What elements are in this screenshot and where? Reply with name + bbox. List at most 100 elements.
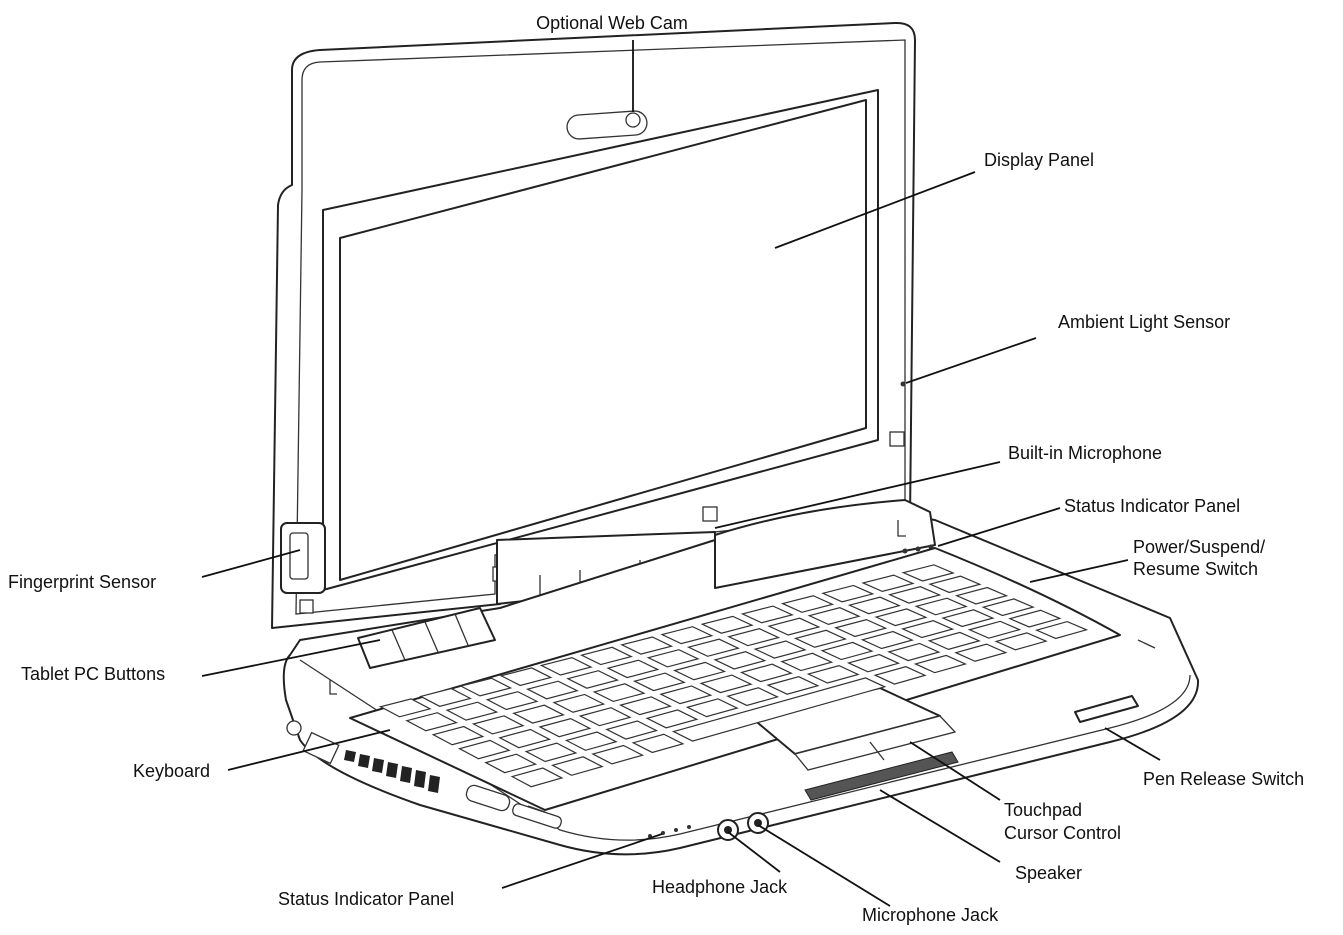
leader-fingerprint: [201, 549, 301, 578]
keyboard-key: [499, 667, 553, 687]
leader-tablet: [201, 639, 381, 677]
leader-lines: [201, 40, 1161, 907]
label-webcam: Optional Web Cam: [536, 13, 688, 33]
keyboard-key: [766, 676, 820, 695]
leader-headphone: [727, 831, 781, 873]
leader-mic-jack: [757, 824, 891, 907]
keyboard-key: [1008, 609, 1062, 628]
keyboard-key: [566, 670, 620, 689]
keyboard-key: [807, 607, 861, 625]
keyboard-key: [834, 618, 888, 638]
keyboard-key: [928, 575, 982, 594]
keyboard-key: [510, 767, 564, 788]
keyboard-key: [592, 683, 646, 703]
keyboard-key: [660, 626, 714, 645]
keyboard-key: [579, 646, 633, 666]
leader-ambient: [905, 337, 1037, 384]
keyboard-key: [726, 687, 780, 707]
keyboard-key: [887, 586, 942, 604]
keyboard-key: [713, 651, 767, 670]
label-touchpad-2: Cursor Control: [1004, 823, 1121, 843]
keyboard-key: [887, 642, 941, 662]
keyboard-key: [981, 598, 1035, 617]
keyboard-keys: [378, 564, 1089, 788]
keyboard-key: [552, 693, 606, 713]
keyboard-key: [459, 677, 513, 697]
keyboard-key: [727, 628, 781, 647]
keyboard-key: [525, 680, 579, 700]
leader-status-front: [501, 833, 663, 889]
label-display-panel: Display Panel: [984, 150, 1094, 170]
label-tablet-pc-buttons: Tablet PC Buttons: [21, 664, 165, 684]
leader-microphone: [714, 461, 1001, 529]
label-ambient-light-sensor: Ambient Light Sensor: [1058, 312, 1230, 332]
webcam-lens-icon: [625, 112, 641, 128]
keyboard-key: [873, 666, 927, 685]
keyboard-key: [954, 586, 1009, 605]
keyboard-key: [874, 608, 928, 627]
leader-status-top: [937, 507, 1061, 547]
leader-power: [1029, 559, 1129, 583]
keyboard-key: [767, 617, 821, 636]
leader-speaker: [879, 789, 1001, 863]
leader-pen: [1104, 727, 1161, 761]
callout-labels: Optional Web Cam Display Panel Ambient L…: [8, 13, 1304, 925]
ambient-sensor-dot: [900, 381, 906, 387]
keyboard-key: [550, 756, 604, 776]
display-screen: [339, 99, 867, 581]
keyboard-key: [632, 672, 686, 692]
keyboard-key: [419, 687, 472, 707]
keyboard-key: [620, 636, 674, 655]
label-keyboard: Keyboard: [133, 761, 210, 781]
keyboard-key: [457, 739, 511, 760]
keyboard-key: [618, 696, 673, 716]
label-speaker: Speaker: [1015, 863, 1082, 883]
keyboard-key: [900, 620, 955, 639]
touchpad-buttons: [793, 715, 957, 771]
label-fingerprint-sensor: Fingerprint Sensor: [8, 572, 156, 592]
label-power-switch-1: Power/Suspend/: [1133, 537, 1265, 557]
keyboard-key: [564, 731, 618, 751]
side-vents: [344, 750, 440, 793]
keyboard-key: [471, 715, 525, 735]
keyboard-key: [405, 712, 459, 732]
keyboard-key: [820, 641, 874, 661]
keyboard-key: [524, 742, 578, 763]
keyboard-key: [954, 643, 1008, 662]
keyboard-key: [821, 584, 875, 603]
keyboard-key: [793, 629, 848, 648]
keyboard-key: [913, 654, 968, 674]
keyboard-key: [860, 630, 914, 650]
keyboard-key: [780, 595, 835, 613]
keyboard-key: [994, 632, 1048, 651]
keyboard-key: [901, 564, 955, 582]
keyboard-key: [378, 698, 432, 718]
keyboard-key: [645, 709, 699, 729]
keyboard-key: [512, 704, 565, 724]
tablet-pc-buttons: [357, 607, 496, 669]
keyboard-key: [941, 609, 995, 628]
keyboard-key: [846, 653, 901, 673]
keyboard-key: [498, 728, 552, 749]
keyboard-key: [484, 753, 538, 774]
keyboard-key: [753, 640, 807, 659]
leader-keyboard: [227, 729, 391, 771]
keyboard-key: [646, 649, 700, 668]
keyboard-key: [671, 677, 887, 742]
keyboard-key: [780, 652, 834, 672]
keyboard-key: [739, 663, 793, 683]
label-builtin-microphone: Built-in Microphone: [1008, 443, 1162, 463]
speaker-grille: [804, 751, 959, 801]
keyboard-key: [538, 717, 592, 738]
keyboard-key: [685, 698, 739, 718]
label-pen-release-switch: Pen Release Switch: [1143, 769, 1304, 789]
keyboard-key: [578, 707, 632, 727]
keyboard-key: [806, 664, 860, 684]
leader-touchpad: [909, 741, 1001, 801]
label-headphone-jack: Headphone Jack: [652, 877, 788, 897]
keyboard-key: [591, 744, 645, 765]
keyboard-key: [861, 574, 915, 593]
keyboard-key: [686, 638, 740, 657]
keyboard-key: [631, 733, 685, 754]
